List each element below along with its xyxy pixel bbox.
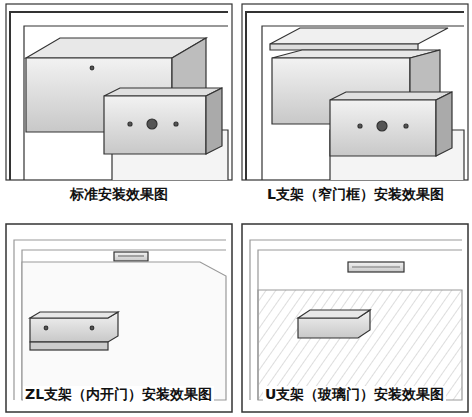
- l-bracket-install: [242, 4, 468, 180]
- zl-bracket-install: [6, 224, 232, 412]
- u-bracket-install: [242, 224, 468, 412]
- caption-label: 标准安装效果图: [68, 186, 170, 204]
- caption-label: U支架（玻璃门）安装效果图: [263, 386, 446, 404]
- caption-label: L支架（窄门框）安装效果图: [265, 186, 446, 204]
- standard-install: [6, 4, 232, 180]
- caption-label: ZL支架（内开门）安装效果图: [23, 386, 214, 404]
